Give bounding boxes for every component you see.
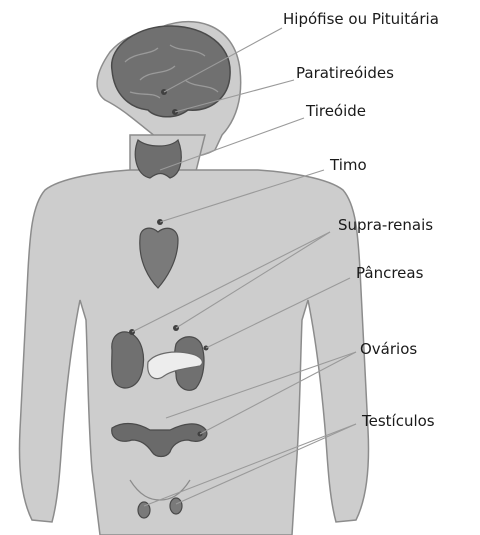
thyroid-gland: [135, 140, 181, 178]
label-ovarios: Ovários: [360, 340, 417, 358]
label-timo: Timo: [330, 156, 367, 174]
label-testiculos: Testículos: [362, 412, 435, 430]
label-suprarrenais: Supra-renais: [338, 216, 433, 234]
label-tireoide: Tireóide: [306, 102, 366, 120]
label-paratireoides: Paratireóides: [296, 64, 394, 82]
label-hipofise: Hipófise ou Pituitária: [283, 10, 439, 28]
left-kidney: [112, 332, 144, 388]
label-pancreas: Pâncreas: [356, 264, 423, 282]
brain: [112, 26, 230, 117]
